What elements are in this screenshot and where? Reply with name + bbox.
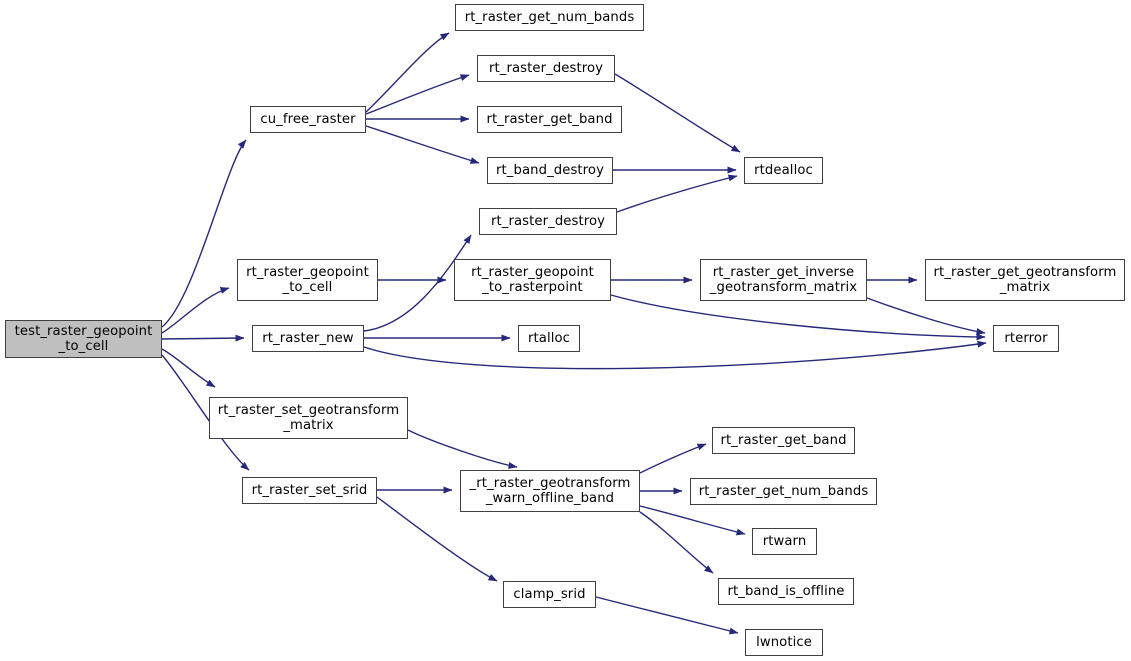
call-edge-n15-to-n17 bbox=[407, 429, 518, 469]
graph-node-label: rt_raster_get_inverse _geotransform_matr… bbox=[709, 265, 858, 295]
graph-node-label: clamp_srid bbox=[513, 587, 586, 602]
graph-node-label: rt_raster_geopoint _to_cell bbox=[246, 265, 369, 295]
graph-node-rt_raster_get_num_bands[interactable]: rt_raster_get_num_bands bbox=[455, 4, 644, 31]
graph-node-rtalloc[interactable]: rtalloc bbox=[518, 325, 580, 352]
graph-node-rt_raster_get_band[interactable]: rt_raster_get_band bbox=[477, 106, 622, 133]
call-edge-n12-to-n14 bbox=[363, 340, 987, 370]
graph-node-rterror[interactable]: rterror bbox=[993, 325, 1059, 352]
call-edge-n22-to-n23 bbox=[595, 596, 739, 635]
call-edge-n17-to-n21 bbox=[639, 511, 714, 574]
graph-node-_rt_raster_geotransform_warn_offline_band[interactable]: _rt_raster_geotransform _warn_offline_ba… bbox=[460, 470, 640, 512]
graph-node-rt_raster_get_band[interactable]: rt_raster_get_band bbox=[712, 427, 855, 454]
graph-node-label: rterror bbox=[1004, 331, 1048, 346]
call-edge-n18-to-n22 bbox=[376, 496, 498, 582]
graph-node-test_raster_geopoint_to_cell[interactable]: test_raster_geopoint _to_cell bbox=[5, 320, 162, 358]
call-edge-n12-to-n7 bbox=[363, 234, 472, 332]
graph-node-label: rt_raster_destroy bbox=[488, 61, 604, 76]
graph-node-label: rt_band_destroy bbox=[496, 163, 604, 178]
call-edge-n0-to-n1 bbox=[161, 139, 247, 328]
call-edge-n1-to-n3 bbox=[365, 74, 470, 115]
call-edge-n17-to-n16 bbox=[639, 443, 707, 474]
graph-node-label: rt_raster_get_band bbox=[486, 112, 613, 127]
graph-node-label: rt_raster_set_srid bbox=[251, 483, 368, 498]
call-edge-n9-to-n14 bbox=[610, 294, 986, 341]
graph-node-label: rt_raster_destroy bbox=[490, 214, 606, 229]
call-edge-n0-to-n15 bbox=[161, 348, 216, 388]
graph-node-label: rtdealloc bbox=[754, 163, 813, 178]
graph-node-rt_raster_get_num_bands[interactable]: rt_raster_get_num_bands bbox=[690, 478, 877, 505]
graph-node-label: rt_raster_get_band bbox=[720, 433, 847, 448]
graph-node-label: rt_raster_get_num_bands bbox=[464, 10, 635, 25]
graph-node-label: rt_raster_geopoint _to_rasterpoint bbox=[471, 265, 594, 295]
graph-node-rt_band_is_offline[interactable]: rt_band_is_offline bbox=[718, 578, 854, 605]
graph-node-label: rt_raster_set_geotransform _matrix bbox=[217, 403, 400, 433]
graph-node-label: cu_free_raster bbox=[260, 112, 356, 127]
graph-node-label: rt_raster_new bbox=[262, 331, 354, 346]
graph-node-rt_raster_get_geotransform_matrix[interactable]: rt_raster_get_geotransform _matrix bbox=[925, 259, 1125, 301]
graph-node-rt_raster_destroy[interactable]: rt_raster_destroy bbox=[479, 208, 617, 235]
graph-node-cu_free_raster[interactable]: cu_free_raster bbox=[250, 106, 366, 133]
graph-node-rt_raster_set_srid[interactable]: rt_raster_set_srid bbox=[242, 477, 377, 504]
graph-node-rt_raster_geopoint_to_cell[interactable]: rt_raster_geopoint _to_cell bbox=[237, 259, 378, 301]
graph-node-rtdealloc[interactable]: rtdealloc bbox=[744, 157, 823, 184]
graph-node-rt_raster_geopoint_to_rasterpoint[interactable]: rt_raster_geopoint _to_rasterpoint bbox=[454, 259, 611, 301]
graph-node-label: rt_raster_get_num_bands bbox=[698, 484, 869, 499]
graph-node-rt_raster_set_geotransform_matrix[interactable]: rt_raster_set_geotransform _matrix bbox=[209, 397, 408, 439]
call-edge-n17-to-n20 bbox=[639, 505, 746, 536]
graph-node-clamp_srid[interactable]: clamp_srid bbox=[503, 581, 596, 608]
call-edge-n3-to-n6 bbox=[614, 73, 741, 153]
graph-node-rt_raster_destroy[interactable]: rt_raster_destroy bbox=[477, 55, 615, 82]
graph-node-label: rtalloc bbox=[527, 331, 571, 346]
graph-node-lwnotice[interactable]: lwnotice bbox=[745, 629, 823, 656]
graph-node-label: rt_raster_get_geotransform _matrix bbox=[933, 265, 1117, 295]
call-edge-n1-to-n5 bbox=[365, 125, 480, 164]
graph-node-label: lwnotice bbox=[756, 635, 812, 650]
graph-node-label: _rt_raster_geotransform _warn_offline_ba… bbox=[469, 476, 631, 506]
call-edge-n0-to-n18 bbox=[161, 354, 250, 471]
graph-node-rt_raster_get_inverse_geotransform_matrix[interactable]: rt_raster_get_inverse _geotransform_matr… bbox=[700, 259, 867, 301]
graph-node-label: rtwarn bbox=[762, 534, 807, 549]
graph-node-label: rt_band_is_offline bbox=[727, 584, 845, 599]
call-edge-n10-to-n14 bbox=[866, 297, 986, 336]
call-edge-n1-to-n2 bbox=[365, 32, 450, 113]
graph-node-rt_raster_new[interactable]: rt_raster_new bbox=[252, 325, 364, 352]
call-edge-n0-to-n8 bbox=[161, 287, 230, 334]
graph-node-label: test_raster_geopoint _to_cell bbox=[14, 324, 153, 354]
graph-node-rt_band_destroy[interactable]: rt_band_destroy bbox=[487, 157, 613, 184]
call-edge-n7-to-n6 bbox=[616, 174, 738, 213]
call-edge-n0-to-n12 bbox=[161, 334, 245, 342]
graph-node-rtwarn[interactable]: rtwarn bbox=[752, 528, 817, 555]
